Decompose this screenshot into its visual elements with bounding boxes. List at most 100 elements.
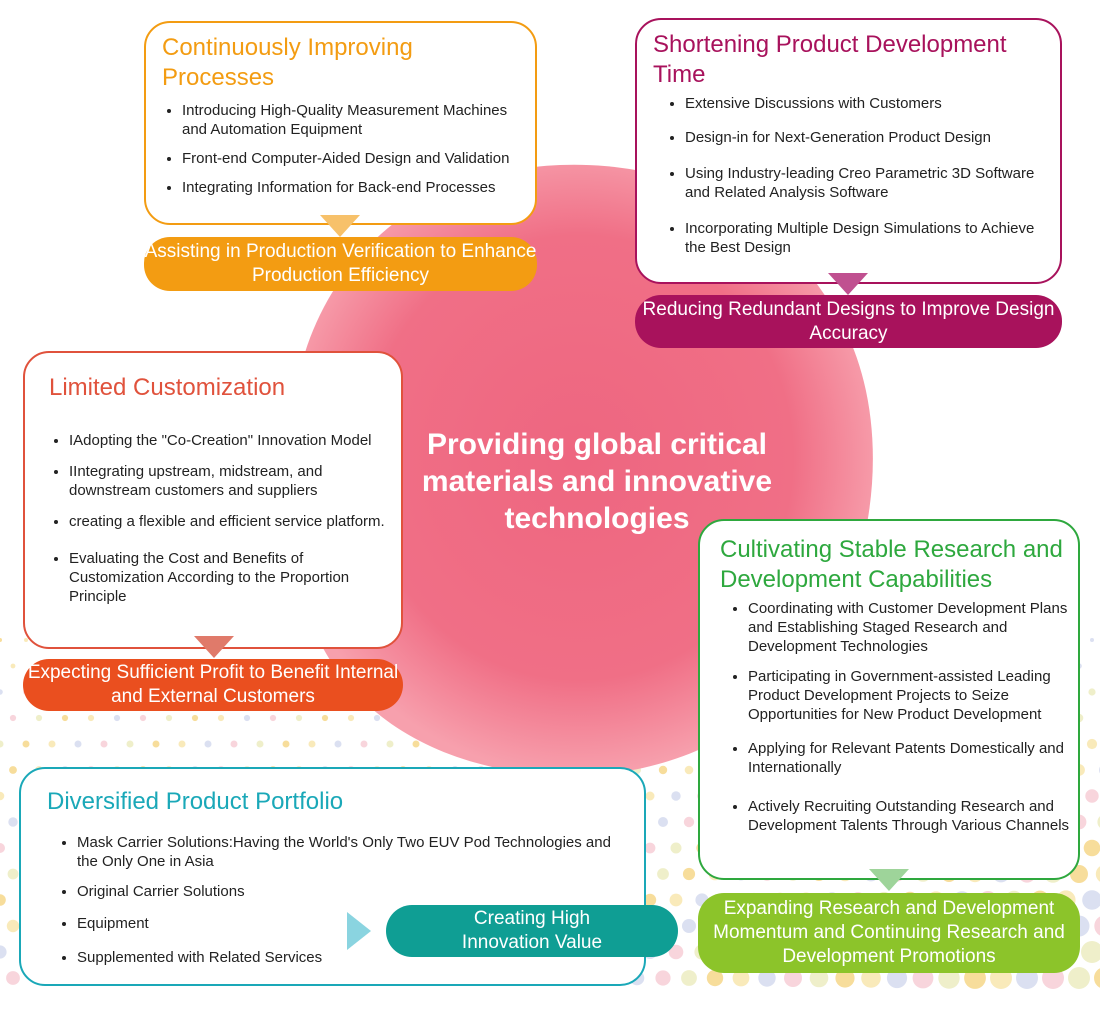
- research-outcome-pill: Expanding Research and Development Momen…: [698, 893, 1080, 973]
- decorative-dot: [126, 740, 134, 748]
- decorative-dot: [706, 969, 724, 987]
- decorative-dot: [682, 919, 696, 933]
- decorative-dot: [644, 842, 656, 854]
- list-item: Participating in Government-assisted Lea…: [748, 667, 1072, 724]
- decorative-dot: [74, 740, 82, 748]
- list-item: Coordinating with Customer Development P…: [748, 599, 1072, 656]
- decorative-dot: [386, 740, 394, 748]
- decorative-dot: [113, 714, 121, 722]
- portfolio-outcome-pill: Creating High Innovation Value: [386, 905, 678, 957]
- decorative-dot: [683, 816, 695, 828]
- development-arrow: [828, 273, 868, 295]
- decorative-dot: [87, 714, 95, 722]
- development-card: Shortening Product Development Time Exte…: [635, 18, 1062, 284]
- decorative-dot: [6, 971, 20, 985]
- decorative-dot: [1085, 789, 1099, 803]
- decorative-dot: [295, 714, 303, 722]
- customization-list: IAdopting the "Co-Creation" Innovation M…: [49, 431, 395, 606]
- decorative-dot: [1095, 866, 1100, 882]
- decorative-dot: [1081, 941, 1100, 963]
- decorative-dot: [681, 970, 697, 986]
- decorative-dot: [784, 969, 802, 987]
- decorative-dot: [758, 969, 776, 987]
- decorative-dot: [269, 714, 277, 722]
- processes-list: Introducing High-Quality Measurement Mac…: [162, 101, 529, 197]
- decorative-dot: [10, 663, 16, 669]
- decorative-dot: [655, 970, 671, 986]
- decorative-dot: [334, 740, 342, 748]
- processes-outcome-pill: Assisting in Production Verification to …: [144, 237, 537, 291]
- decorative-dot: [8, 817, 18, 827]
- list-item: Evaluating the Cost and Benefits of Cust…: [69, 549, 395, 606]
- development-outcome-pill: Reducing Redundant Designs to Improve De…: [635, 295, 1062, 348]
- decorative-dot: [230, 740, 238, 748]
- decorative-dot: [668, 944, 684, 960]
- center-statement: Providing global critical materials and …: [402, 426, 792, 537]
- processes-arrow: [320, 215, 360, 237]
- portfolio-list: Mask Carrier Solutions:Having the World'…: [57, 833, 628, 967]
- decorative-dot: [61, 714, 69, 722]
- decorative-dot: [1082, 890, 1100, 910]
- decorative-dot: [373, 714, 381, 722]
- list-item: Applying for Relevant Patents Domestical…: [748, 739, 1072, 777]
- decorative-dot: [1068, 967, 1090, 989]
- list-item: Integrating Information for Back-end Pro…: [182, 178, 529, 197]
- decorative-dot: [204, 740, 212, 748]
- development-title: Shortening Product Development Time: [653, 31, 1007, 88]
- decorative-dot: [670, 842, 682, 854]
- center-line-2: materials and innovative: [421, 465, 773, 498]
- processes-card: Continuously Improving Processes Introdu…: [144, 21, 537, 225]
- decorative-dot: [35, 714, 43, 722]
- list-item: Using Industry-leading Creo Parametric 3…: [685, 164, 1054, 202]
- decorative-dot: [0, 945, 7, 959]
- decorative-dot: [835, 968, 855, 988]
- decorative-dot: [809, 968, 829, 988]
- decorative-dot: [22, 740, 30, 748]
- decorative-dot: [1088, 688, 1096, 696]
- center-line-1: Providing global critical: [426, 428, 768, 461]
- decorative-dot: [7, 868, 19, 880]
- research-list: Coordinating with Customer Development P…: [728, 599, 1072, 835]
- list-item: Mask Carrier Solutions:Having the World'…: [77, 833, 628, 871]
- list-item: Design-in for Next-Generation Product De…: [685, 128, 1054, 147]
- decorative-dot: [217, 714, 225, 722]
- portfolio-title: Diversified Product Portfolio: [47, 788, 344, 815]
- decorative-dot: [0, 638, 2, 642]
- decorative-dot: [0, 689, 3, 695]
- decorative-dot: [671, 791, 681, 801]
- decorative-dot: [0, 791, 5, 801]
- decorative-dot: [645, 791, 655, 801]
- decorative-dot: [669, 893, 683, 907]
- list-item: Extensive Discussions with Customers: [685, 94, 1054, 113]
- decorative-dot: [684, 765, 694, 775]
- decorative-dot: [0, 843, 5, 853]
- list-item: Introducing High-Quality Measurement Mac…: [182, 101, 529, 139]
- decorative-dot: [139, 714, 147, 722]
- list-item: Incorporating Multiple Design Simulation…: [685, 219, 1054, 257]
- research-card: Cultivating Stable Research and Developm…: [698, 519, 1080, 880]
- decorative-dot: [48, 740, 56, 748]
- portfolio-card: Diversified Product Portfolio Mask Carri…: [19, 767, 646, 986]
- customization-arrow: [194, 636, 234, 658]
- decorative-dot: [1097, 816, 1100, 828]
- decorative-dot: [1086, 738, 1098, 750]
- decorative-dot: [243, 714, 251, 722]
- decorative-dot: [658, 765, 668, 775]
- decorative-dot: [732, 969, 750, 987]
- decorative-dot: [256, 740, 264, 748]
- decorative-dot: [178, 740, 186, 748]
- decorative-dot: [360, 740, 368, 748]
- list-item: Front-end Computer-Aided Design and Vali…: [182, 149, 529, 168]
- processes-title: Continuously Improving Processes: [162, 34, 413, 91]
- decorative-dot: [1083, 839, 1100, 857]
- portfolio-arrow: [347, 912, 371, 950]
- customization-outcome-pill: Expecting Sufficient Profit to Benefit I…: [23, 659, 403, 711]
- decorative-dot: [1094, 968, 1100, 988]
- decorative-dot: [9, 714, 17, 722]
- decorative-dot: [24, 638, 28, 642]
- research-arrow: [869, 869, 909, 891]
- decorative-dot: [100, 740, 108, 748]
- development-list: Extensive Discussions with Customers Des…: [665, 94, 1054, 257]
- center-line-3: technologies: [504, 502, 690, 535]
- decorative-dot: [191, 714, 199, 722]
